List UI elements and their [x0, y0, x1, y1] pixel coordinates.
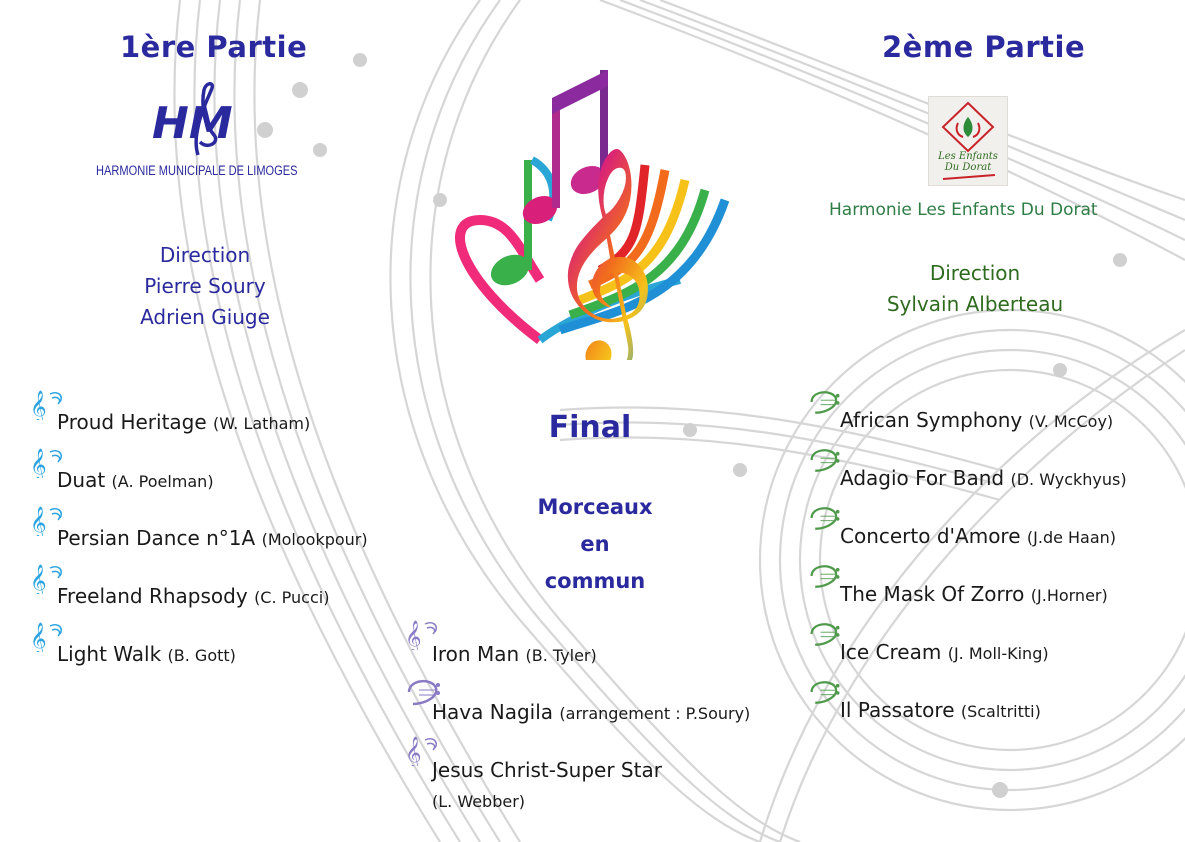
list-item: Concerto d'Amore (J.de Haan)	[840, 524, 1117, 548]
bass-clef-icon	[407, 679, 440, 706]
subtitle-line: Morceaux	[537, 495, 653, 519]
list-item: African Symphony (V. McCoy)	[840, 408, 1114, 432]
list-item: Adagio For Band (D. Wyckhyus)	[840, 466, 1127, 490]
list-item: The Mask Of Zorro (J.Horner)	[840, 582, 1108, 606]
treble-clef-icon: 𝄞	[405, 736, 437, 766]
direction-left: Direction Pierre Soury Adrien Giuge	[100, 240, 310, 333]
list-item-composer: (L. Webber)	[432, 792, 526, 811]
bass-clef-icon	[810, 391, 840, 414]
svg-text:𝄞: 𝄞	[405, 736, 422, 766]
logo-letters: HM	[152, 98, 233, 149]
hml-logo: HM	[152, 82, 233, 156]
svg-text:𝄞: 𝄞	[30, 448, 47, 478]
direction-label: Direction	[159, 243, 251, 267]
list-item: Persian Dance n°1A (Molookpour)	[57, 526, 368, 550]
logo-text: Du Dorat	[944, 162, 992, 173]
part-title-right: 2ème Partie	[882, 30, 1086, 64]
bass-clef-icon	[810, 449, 840, 472]
list-item: Duat (A. Poelman)	[57, 468, 214, 492]
director-name: Sylvain Alberteau	[886, 292, 1064, 316]
orchestra-name-right: Harmonie Les Enfants Du Dorat	[829, 200, 1098, 220]
svg-text:𝄞: 𝄞	[545, 144, 657, 360]
bass-clef-icon	[810, 623, 840, 646]
svg-text:𝄞: 𝄞	[405, 620, 422, 650]
treble-clef-icon: 𝄞	[30, 448, 62, 478]
final-title: Final	[548, 410, 632, 445]
svg-text:𝄞: 𝄞	[30, 622, 47, 652]
list-item: Light Walk (B. Gott)	[57, 642, 236, 666]
bass-clef-icon	[810, 681, 840, 704]
treble-clef-icon: 𝄞	[30, 390, 62, 420]
list-item: Jesus Christ-Super Star	[432, 758, 662, 782]
direction-label: Direction	[929, 261, 1021, 285]
list-item: Ice Cream (J. Moll-King)	[840, 640, 1049, 664]
list-item: Freeland Rhapsody (C. Pucci)	[57, 584, 330, 608]
bass-clef-icon	[810, 565, 840, 588]
list-item: Iron Man (B. Tyler)	[432, 642, 597, 666]
list-item: Proud Heritage (W. Latham)	[57, 410, 311, 434]
subtitle-line: commun	[544, 569, 646, 593]
subtitle-line: en	[580, 532, 610, 556]
logo-emblem	[941, 101, 996, 180]
final-subtitle: Morceaux en commun	[520, 489, 670, 600]
part-title-left: 1ère Partie	[120, 30, 308, 64]
treble-clef-icon: 𝄞	[30, 564, 62, 594]
treble-clef-icon: 𝄞	[30, 622, 62, 652]
orchestra-name-left: HARMONIE MUNICIPALE DE LIMOGES	[96, 163, 298, 178]
enfants-dorat-logo: Les Enfants Du Dorat	[928, 96, 1008, 186]
director-name: Adrien Giuge	[140, 305, 270, 329]
music-notes-logo: 𝄞	[455, 70, 730, 360]
list-item: Il Passatore (Scaltritti)	[840, 698, 1041, 722]
list-item: Hava Nagila (arrangement : P.Soury)	[432, 700, 751, 724]
svg-text:𝄞: 𝄞	[30, 506, 47, 536]
director-name: Pierre Soury	[144, 274, 266, 298]
svg-text:𝄞: 𝄞	[30, 390, 47, 420]
treble-clef-icon: 𝄞	[405, 620, 437, 650]
treble-clef-icon: 𝄞	[30, 506, 62, 536]
direction-right: Direction Sylvain Alberteau	[870, 258, 1080, 320]
svg-text:𝄞: 𝄞	[30, 564, 47, 594]
bass-clef-icon	[810, 507, 840, 530]
logo-text: Les Enfants	[938, 151, 998, 162]
